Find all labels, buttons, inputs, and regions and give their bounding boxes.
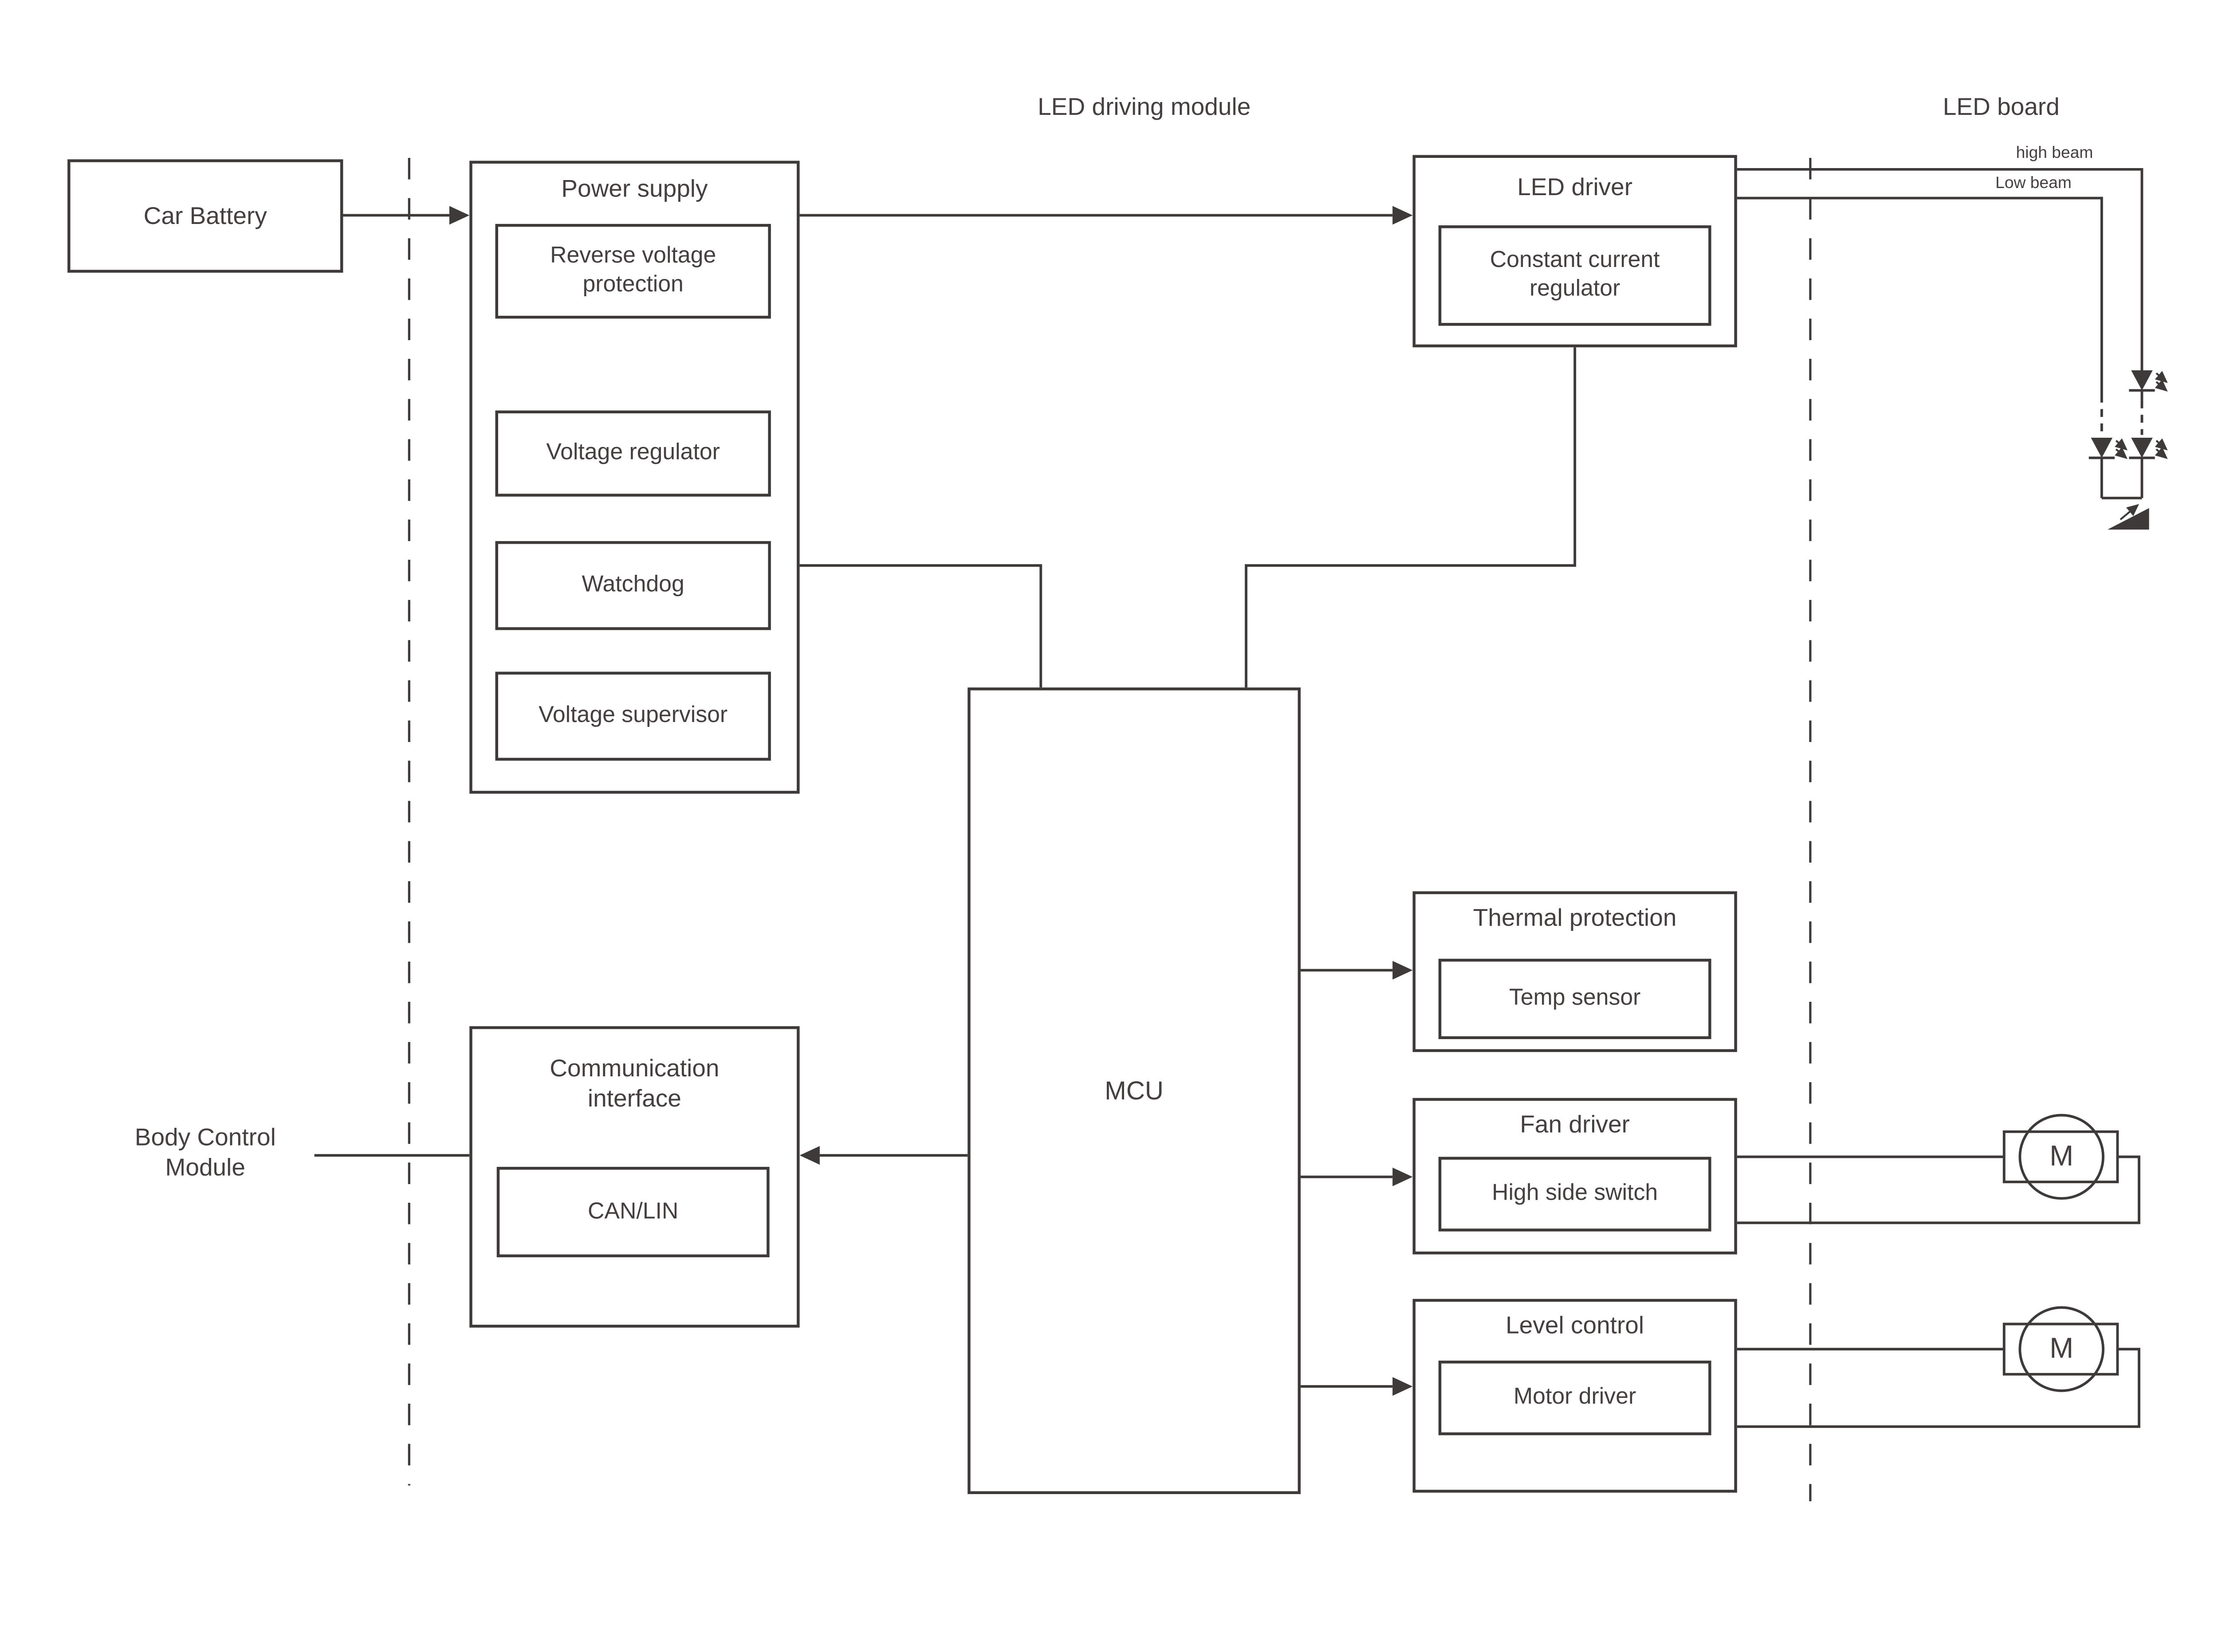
node-fan-driver: Fan driver High side switch xyxy=(1412,1098,1737,1255)
level-control-title: Level control xyxy=(1506,1311,1644,1339)
fan-motor-symbol xyxy=(1737,1114,2140,1224)
leveling-motor-label: M xyxy=(2049,1332,2074,1365)
led-driver-title: LED driver xyxy=(1517,173,1633,201)
motor-circle-icon xyxy=(2018,1114,2105,1200)
wire-high-beam xyxy=(1737,168,2143,370)
communication-interface-title: Communication interface xyxy=(550,1055,720,1112)
section-title-led-driving-module: LED driving module xyxy=(1038,93,1251,121)
led-diode-icon xyxy=(2091,438,2113,458)
block-voltage-supervisor: Voltage supervisor xyxy=(495,671,771,761)
power-supply-title: Power supply xyxy=(561,175,708,203)
wire-power-supply-to-led-driver xyxy=(799,206,1413,225)
wire-mcu-to-communication-interface xyxy=(799,1146,968,1165)
wire-led-driver-to-mcu xyxy=(1245,347,1577,688)
node-led-driver: LED driver Constant current regulator xyxy=(1412,155,1737,348)
led-emission-arrow-icon xyxy=(2115,438,2128,451)
thermal-protection-title: Thermal protection xyxy=(1473,904,1677,932)
block-watchdog: Watchdog xyxy=(495,541,771,630)
led-emission-arrow-icon xyxy=(2115,447,2128,459)
led-emission-arrow-icon xyxy=(2155,371,2168,383)
led-diode-icon xyxy=(2131,438,2153,458)
wire-mcu-to-level-control xyxy=(1301,1377,1413,1396)
node-power-supply: Power supply Reverse voltage protection … xyxy=(469,161,800,794)
beam-projection-icon xyxy=(2107,504,2149,530)
low-beam-label: Low beam xyxy=(1995,175,2072,192)
mcu-label: MCU xyxy=(1105,1075,1164,1105)
node-mcu: MCU xyxy=(967,687,1301,1494)
section-title-led-board: LED board xyxy=(1943,93,2060,121)
wire-power-supply-to-mcu xyxy=(799,564,1042,688)
wire-mcu-to-fan-driver xyxy=(1301,1167,1413,1186)
low-beam-led-chain xyxy=(2088,394,2142,499)
block-motor-driver: Motor driver xyxy=(1438,1360,1711,1436)
car-battery-label: Car Battery xyxy=(143,201,267,229)
motor-circle-icon xyxy=(2018,1306,2105,1392)
led-emission-arrow-icon xyxy=(2155,438,2168,451)
fan-motor-label: M xyxy=(2049,1140,2074,1172)
node-communication-interface: Communication interface CAN/LIN xyxy=(469,1026,800,1328)
led-diode-icon xyxy=(2131,370,2153,391)
block-reverse-voltage-protection: Reverse voltage protection xyxy=(495,224,771,319)
led-emission-arrow-icon xyxy=(2155,447,2168,459)
node-thermal-protection: Thermal protection Temp sensor xyxy=(1412,891,1737,1052)
wire-mcu-to-thermal-protection xyxy=(1301,961,1413,980)
high-beam-led-chain xyxy=(2129,370,2168,498)
body-control-module-label: Body Control Module xyxy=(134,1123,276,1182)
block-constant-current-regulator: Constant current regulator xyxy=(1438,225,1711,326)
block-can-lin: CAN/LIN xyxy=(496,1167,770,1257)
block-temp-sensor: Temp sensor xyxy=(1438,958,1711,1040)
high-beam-label: high beam xyxy=(2016,145,2093,162)
block-voltage-regulator: Voltage regulator xyxy=(495,410,771,497)
node-level-control: Level control Motor driver xyxy=(1412,1299,1737,1493)
leveling-motor-symbol xyxy=(1737,1306,2140,1428)
led-emission-arrow-icon xyxy=(2155,379,2168,392)
node-car-battery: Car Battery xyxy=(67,159,343,273)
wire-low-beam xyxy=(1737,196,2103,395)
wire-car-battery-to-power-supply xyxy=(343,206,470,225)
fan-driver-title: Fan driver xyxy=(1520,1110,1630,1138)
block-high-side-switch: High side switch xyxy=(1438,1157,1711,1232)
